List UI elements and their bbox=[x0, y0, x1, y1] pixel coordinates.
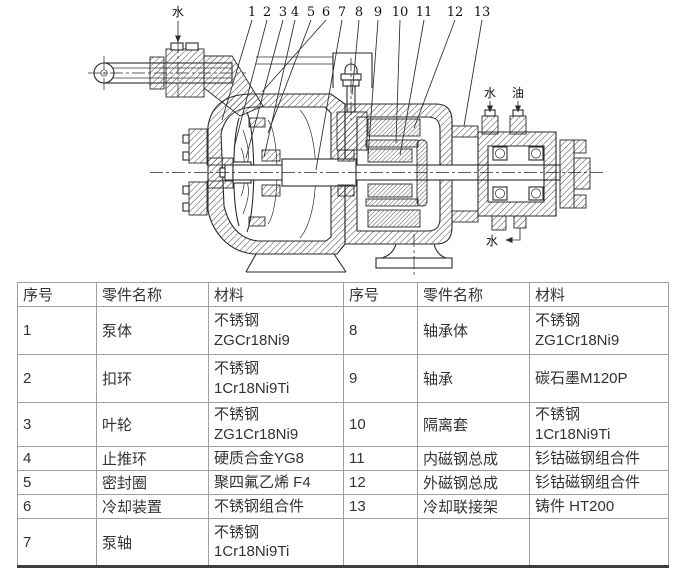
table-header-row: 序号 零件名称 材料 序号 零件名称 材料 bbox=[17, 282, 669, 307]
parts-table: 序号 零件名称 材料 序号 零件名称 材料 1 泵体 不锈钢 ZGCr18Ni9… bbox=[17, 282, 669, 568]
part-no-cell: 3 bbox=[17, 402, 97, 447]
containment-shell bbox=[365, 139, 428, 207]
part-no-cell bbox=[343, 518, 418, 567]
header-material: 材料 bbox=[208, 282, 344, 307]
part-name-cell: 密封圈 bbox=[96, 470, 209, 495]
part-name-cell: 轴承体 bbox=[417, 306, 530, 355]
part-no-cell: 11 bbox=[343, 446, 418, 471]
part-no-cell: 5 bbox=[17, 470, 97, 495]
callout-7: 7 bbox=[338, 5, 346, 20]
material-cell: 不锈钢 1Cr18Ni9Ti bbox=[529, 402, 669, 447]
material-cell: 不锈钢 ZGCr18Ni9 bbox=[208, 306, 344, 355]
part-no-cell: 7 bbox=[17, 518, 97, 567]
water-drain-label: 水 bbox=[486, 234, 498, 248]
callout-1: 1 bbox=[248, 5, 256, 20]
material-cell: 不锈钢 1Cr18Ni9Ti bbox=[208, 354, 344, 403]
callout-8: 8 bbox=[355, 5, 363, 20]
callout-6: 6 bbox=[322, 5, 330, 20]
part-name-cell: 内磁钢总成 bbox=[417, 446, 530, 471]
magnet-housing bbox=[344, 103, 453, 245]
part-no-cell: 8 bbox=[343, 306, 418, 355]
callout-11: 11 bbox=[416, 5, 433, 20]
pump-drawing-svg: 水 水 油 水 1 2 3 4 5 6 7 8 9 10 11 12 bbox=[88, 5, 604, 276]
water-inlet-bearing-label: 水 bbox=[484, 86, 496, 100]
material-cell: 铸件 HT200 bbox=[529, 494, 669, 519]
part-no-cell: 13 bbox=[343, 494, 418, 519]
material-cell: 不锈钢 1Cr18Ni9Ti bbox=[208, 518, 344, 567]
part-name-cell: 泵体 bbox=[96, 306, 209, 355]
inner-magnet-assembly bbox=[367, 148, 413, 198]
callout-5: 5 bbox=[307, 5, 315, 20]
part-no-cell: 10 bbox=[343, 402, 418, 447]
material-cell: 钐钴磁钢组合件 bbox=[529, 470, 669, 495]
leader-lines bbox=[221, 19, 483, 171]
table-row: 2 扣环 不锈钢 1Cr18Ni9Ti 9 轴承 碳石墨M120P bbox=[17, 354, 669, 403]
pump-cross-section-diagram: 水 水 油 水 1 2 3 4 5 6 7 8 9 10 11 12 bbox=[0, 0, 688, 281]
header-part-name: 零件名称 bbox=[417, 282, 530, 307]
part-no-cell: 6 bbox=[17, 494, 97, 519]
part-name-cell: 隔离套 bbox=[417, 402, 530, 447]
bearing-housing bbox=[477, 109, 557, 231]
suction-flange bbox=[182, 128, 234, 216]
part-no-cell: 1 bbox=[17, 306, 97, 355]
material-cell: 碳石墨M120P bbox=[529, 354, 669, 403]
material-cell: 硬质合金YG8 bbox=[208, 446, 344, 471]
part-no-cell: 2 bbox=[17, 354, 97, 403]
oil-inlet-label: 油 bbox=[512, 86, 524, 100]
table-row: 5 密封圈 聚四氟乙烯 F4 12 外磁钢总成 钐钴磁钢组合件 bbox=[17, 470, 669, 495]
part-no-cell: 9 bbox=[343, 354, 418, 403]
pump-body bbox=[207, 93, 347, 273]
callout-3: 3 bbox=[279, 5, 287, 20]
header-no: 序号 bbox=[17, 282, 97, 307]
table-row: 3 叶轮 不锈钢 ZG1Cr18Ni9 10 隔离套 不锈钢 1Cr18Ni9T… bbox=[17, 402, 669, 447]
centerlines bbox=[88, 40, 604, 276]
material-cell: 不锈钢 ZG1Cr18Ni9 bbox=[208, 402, 344, 447]
part-name-cell: 叶轮 bbox=[96, 402, 209, 447]
material-cell: 不锈钢组合件 bbox=[208, 494, 344, 519]
callout-9: 9 bbox=[374, 5, 382, 20]
table-row: 1 泵体 不锈钢 ZGCr18Ni9 8 轴承体 不锈钢 ZG1Cr18Ni9 bbox=[17, 306, 669, 355]
outer-magnet-assembly bbox=[367, 118, 421, 228]
header-part-name: 零件名称 bbox=[96, 282, 209, 307]
part-no-cell: 4 bbox=[17, 446, 97, 471]
part-name-cell bbox=[417, 518, 530, 567]
material-cell: 聚四氟乙烯 F4 bbox=[208, 470, 344, 495]
water-inlet-top-label: 水 bbox=[172, 5, 184, 19]
part-name-cell: 轴承 bbox=[417, 354, 530, 403]
part-name-cell: 扣环 bbox=[96, 354, 209, 403]
part-name-cell: 冷却装置 bbox=[96, 494, 209, 519]
callout-2: 2 bbox=[263, 5, 271, 20]
material-cell: 不锈钢 ZG1Cr18Ni9 bbox=[529, 306, 669, 355]
coupling-flange bbox=[559, 139, 591, 209]
callout-4: 4 bbox=[291, 5, 299, 20]
part-no-cell: 12 bbox=[343, 470, 418, 495]
flow-labels: 水 水 油 水 bbox=[172, 5, 524, 248]
table-row: 7 泵轴 不锈钢 1Cr18Ni9Ti bbox=[17, 518, 669, 567]
part-name-cell: 冷却联接架 bbox=[417, 494, 530, 519]
table-row: 6 冷却装置 不锈钢组合件 13 冷却联接架 铸件 HT200 bbox=[17, 494, 669, 519]
callout-13: 13 bbox=[474, 5, 491, 20]
material-cell: 钐钴磁钢组合件 bbox=[529, 446, 669, 471]
part-name-cell: 止推环 bbox=[96, 446, 209, 471]
part-name-cell: 泵轴 bbox=[96, 518, 209, 567]
callout-10: 10 bbox=[392, 5, 409, 20]
part-name-cell: 外磁钢总成 bbox=[417, 470, 530, 495]
header-material: 材料 bbox=[529, 282, 669, 307]
header-no: 序号 bbox=[343, 282, 418, 307]
material-cell bbox=[529, 518, 669, 567]
callout-numbers: 1 2 3 4 5 6 7 8 9 10 11 12 13 bbox=[248, 5, 490, 20]
table-row: 4 止推环 硬质合金YG8 11 内磁钢总成 钐钴磁钢组合件 bbox=[17, 446, 669, 471]
callout-12: 12 bbox=[447, 5, 464, 20]
